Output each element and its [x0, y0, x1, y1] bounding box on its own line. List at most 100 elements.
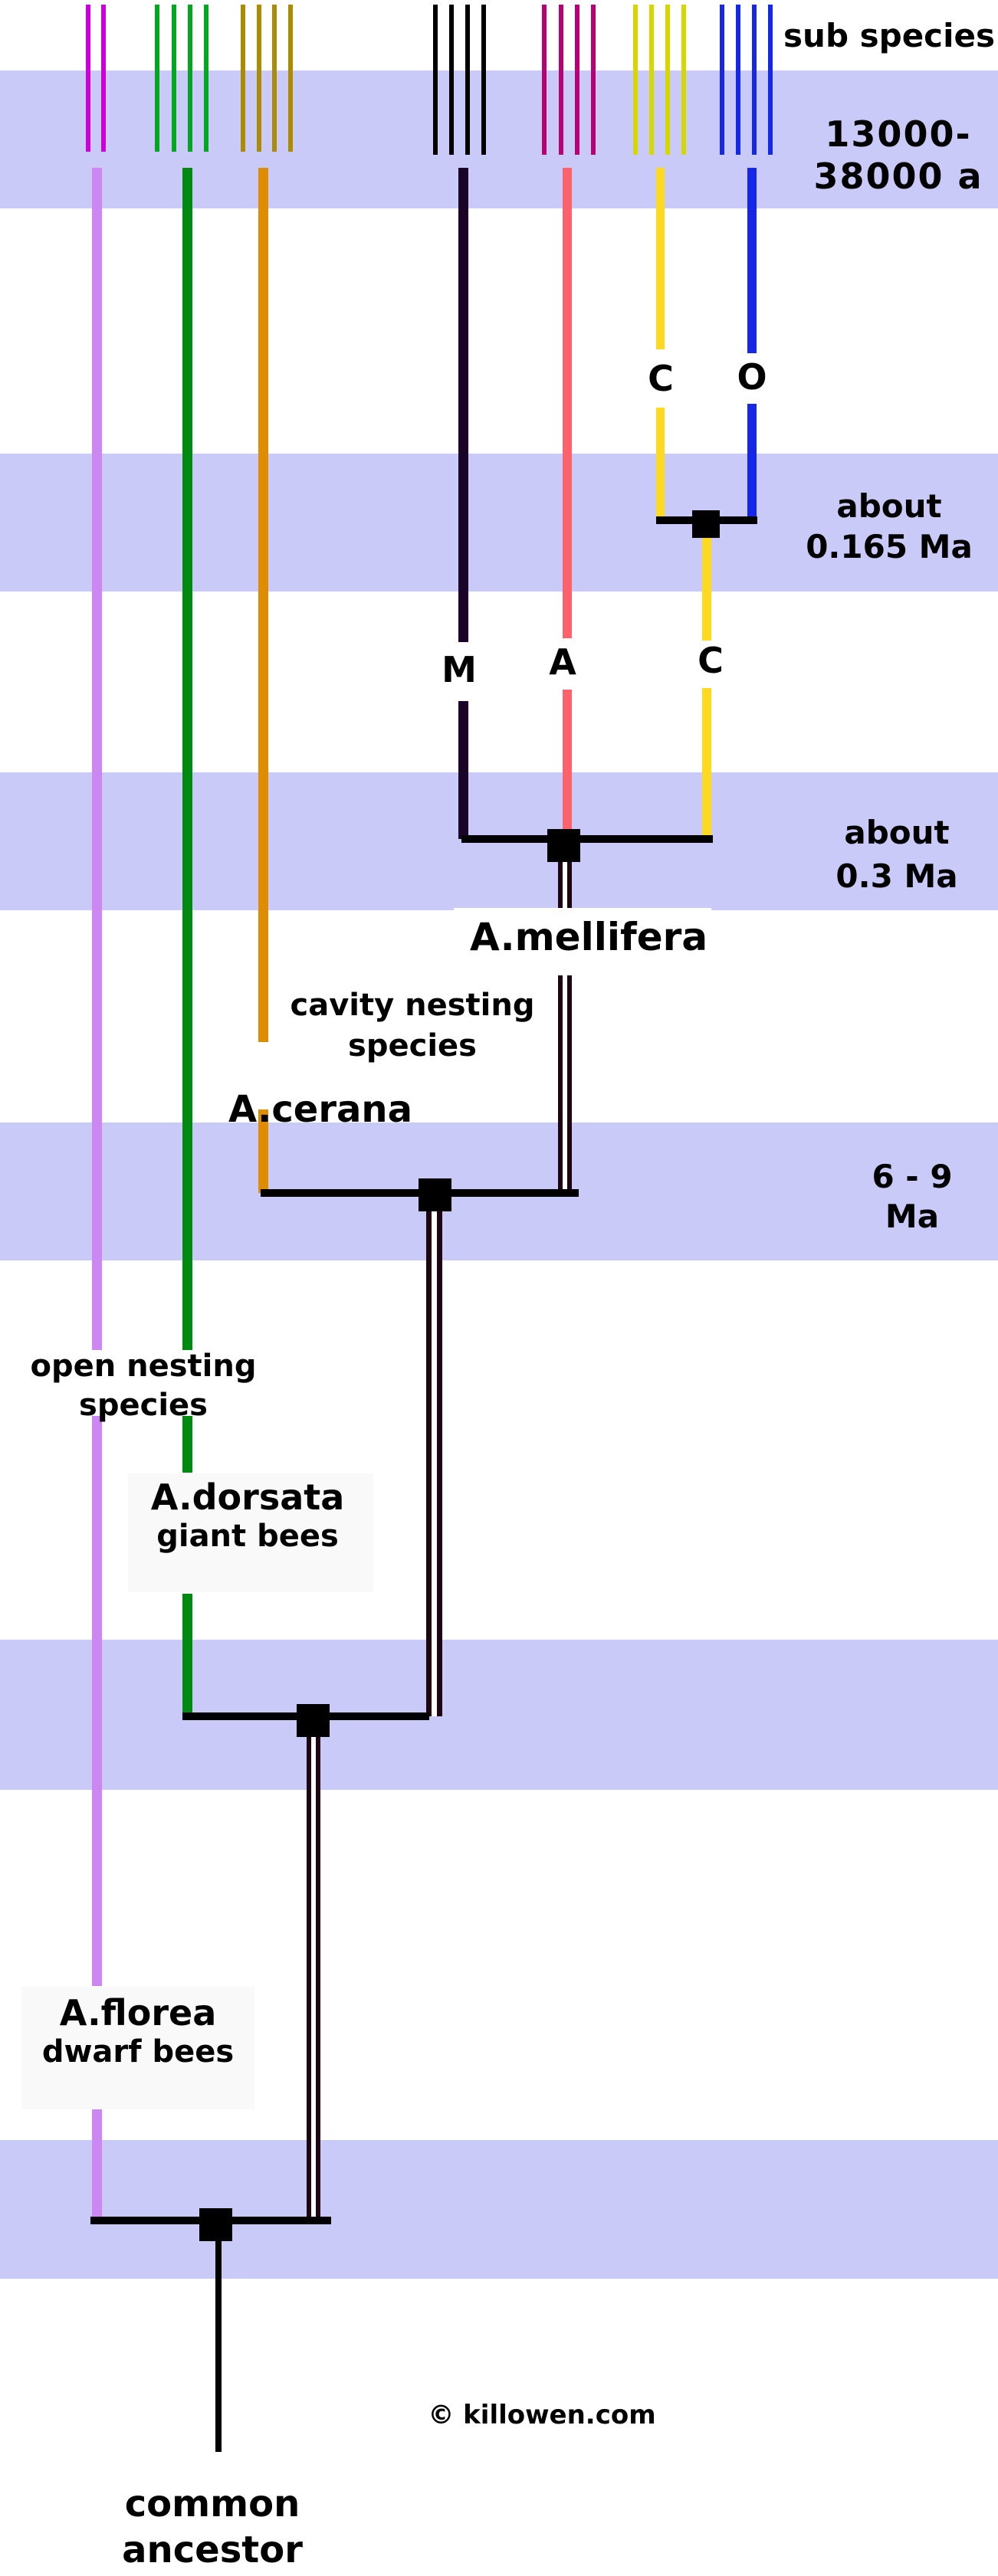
florea-branch [92, 1416, 102, 1986]
era-subspecies-label-line-2: 38000 a [813, 156, 983, 197]
dorsata-branch [182, 1594, 192, 1716]
dorsata-common-label-line-1: giant bees [156, 1519, 339, 1554]
junction-root-node [199, 2208, 232, 2241]
root-trunk-line [215, 2241, 222, 2452]
mellifera-species-label-line-1: A.mellifera [469, 915, 708, 959]
cavity-nesting-label-line-2: species [348, 1028, 477, 1064]
era-band-0165ma [0, 454, 998, 592]
common-ancestor-label-line-1: common [124, 2483, 300, 2525]
mellifera-c-subspecies-lines [665, 5, 670, 155]
cerana-subspecies-lines [241, 5, 245, 152]
mellifera-m-subspecies-lines [433, 5, 438, 155]
cavity-nesting-label: cavity nesting species [291, 985, 535, 1067]
dorsata-subspecies-lines [172, 5, 176, 152]
dorsata-subspecies-lines [188, 5, 192, 152]
cavity-nesting-label-line-1: cavity nesting [290, 988, 535, 1023]
copyright-label: © killowen.com [428, 2400, 655, 2430]
lineage-c-mid-label: C [698, 641, 724, 680]
florea-branch [92, 168, 102, 1350]
junction-m-a-c-node [547, 829, 580, 862]
mellifera-m-branch [458, 168, 468, 642]
florea-label-box [21, 1987, 254, 2109]
mellifera-c-subspecies-lines [649, 5, 654, 155]
mellifera-species-label: A.mellifera [470, 915, 707, 959]
dorsata-species-label-line-1: A.dorsata [150, 1476, 345, 1518]
era-subspecies-label-line-1: 13000- [825, 113, 972, 155]
lineage-c-mid-label-line-1: C [698, 640, 724, 681]
era-band-root [0, 2140, 998, 2279]
lineage-a-label-line-1: A [549, 641, 576, 683]
lineage-o-upper-label: O [737, 357, 767, 397]
mellifera-co-branch [702, 538, 711, 641]
era-03ma-label-line-1: about [844, 814, 950, 851]
mellifera-m-branch [458, 701, 468, 839]
mellifera-a-subspecies-lines [559, 5, 563, 155]
mellifera-a-branch [563, 168, 572, 638]
common-ancestor-label-line-2: ancestor [122, 2528, 303, 2571]
dorsata-branch [182, 168, 192, 1350]
era-03ma-label-line-2: 0.3 Ma [835, 857, 958, 895]
lineage-m-label: M [442, 650, 477, 690]
mellifera-c-branch [656, 408, 665, 520]
florea-species-label-line-1: A.florea [59, 1992, 217, 2034]
mellifera-o-subspecies-lines [752, 5, 757, 155]
lineage-c-upper-label-line-1: C [648, 358, 674, 399]
cerana-species-label: A.cerana [228, 1088, 412, 1131]
junction-cavity-node [419, 1178, 451, 1211]
mellifera-co-branch [702, 688, 711, 839]
mellifera-a-subspecies-lines [542, 5, 547, 155]
cerana-branch [258, 168, 268, 1042]
sub-species-label-line-1: sub species [783, 17, 995, 54]
mellifera-a-branch [563, 690, 572, 832]
apis-lineage-line [307, 1737, 320, 2220]
open-nesting-label: open nesting species [31, 1347, 257, 1425]
junction-c-o-node [692, 510, 720, 538]
era-6-9ma-label-line-1: 6 - 9 [872, 1158, 953, 1195]
era-subspecies-label: 13000-38000 a [813, 113, 983, 198]
mellifera-m-subspecies-lines [481, 5, 486, 155]
florea-branch [92, 2107, 102, 2220]
dorsata-subspecies-lines [155, 5, 159, 152]
cerana-branch [258, 1109, 268, 1193]
junction-m-a-c-bar [461, 835, 713, 843]
cerana-species-label-line-1: A.cerana [228, 1088, 412, 1131]
era-0165ma-label-line-2: 0.165 Ma [806, 528, 973, 565]
dorsata-branch [182, 1416, 192, 1473]
era-0165ma-label-line-1: about [836, 487, 942, 525]
mellifera-c-branch [656, 168, 665, 349]
open-nesting-label-line-1: open nesting [30, 1349, 257, 1384]
florea-subspecies-lines [86, 5, 90, 152]
era-band-subspecies [0, 70, 998, 208]
era-03ma-label: about 0.3 Ma [835, 811, 957, 898]
florea-species-label: A.florea [60, 1992, 217, 2034]
junction-dorsata-node [297, 1704, 330, 1737]
era-band-dorsata [0, 1640, 998, 1790]
florea-common-label: dwarf bees [42, 2034, 234, 2070]
mellifera-label-box [454, 908, 711, 975]
cerana-subspecies-lines [257, 5, 261, 152]
mellifera-o-branch [747, 404, 757, 520]
mellifera-a-subspecies-lines [575, 5, 579, 155]
lineage-a-label: A [549, 642, 576, 682]
mellifera-o-subspecies-lines [736, 5, 740, 155]
mellifera-o-subspecies-lines [720, 5, 724, 155]
copyright-label-line-1: © killowen.com [428, 2400, 656, 2430]
mellifera-m-subspecies-lines [449, 5, 454, 155]
sub-species-label: sub species [783, 17, 995, 55]
florea-subspecies-lines [101, 5, 106, 152]
era-6-9ma-label-line-2: Ma [885, 1198, 940, 1235]
mellifera-c-subspecies-lines [681, 5, 686, 155]
lineage-m-label-line-1: M [442, 649, 477, 690]
lineage-c-upper-label: C [648, 359, 674, 398]
dorsata-species-label: A.dorsata [151, 1476, 345, 1518]
cerana-subspecies-lines [288, 5, 293, 152]
mellifera-m-subspecies-lines [465, 5, 470, 155]
mellifera-o-subspecies-lines [768, 5, 773, 155]
dorsata-subspecies-lines [204, 5, 208, 152]
mellifera-o-branch [747, 168, 757, 353]
open-nesting-label-line-2: species [79, 1388, 208, 1423]
cavity-lineage-line [426, 1211, 442, 1716]
